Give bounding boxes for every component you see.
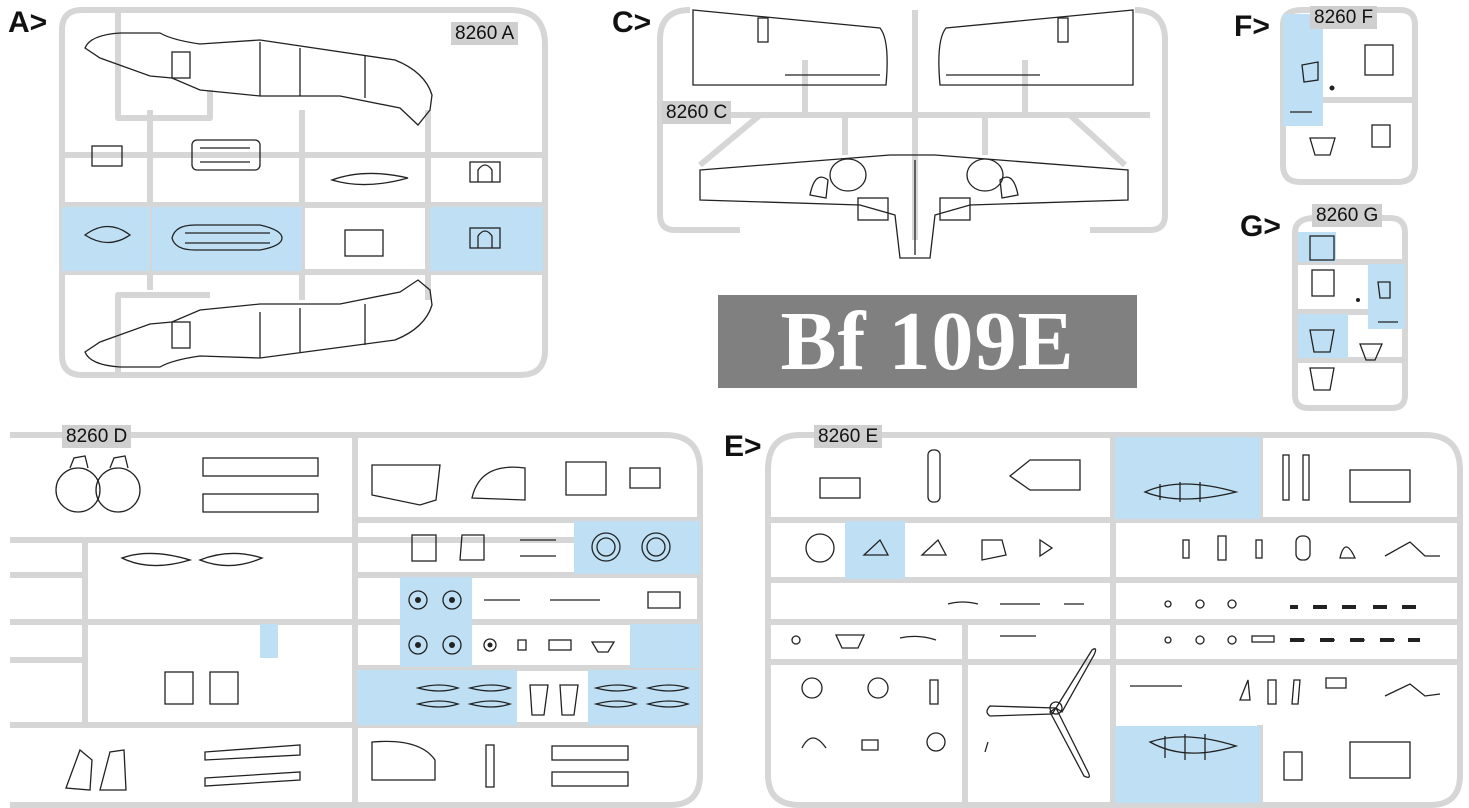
sprue-f-code: 8260 F — [1310, 6, 1378, 29]
sprue-d-code: 8260 D — [62, 425, 132, 448]
sprue-e-code: 8260 E — [814, 425, 883, 448]
sprue-g-letter: G> — [1240, 210, 1281, 243]
sprue-c-letter: C> — [612, 6, 652, 39]
sprue-c-code: 8260 C — [662, 101, 732, 124]
model-title: Bf 109E — [780, 294, 1075, 388]
sprue-a-letter: A> — [8, 6, 48, 39]
sprue-a-code: 8260 A — [451, 22, 519, 45]
model-title-banner: Bf 109E — [718, 295, 1137, 388]
sprue-g-code: 8260 G — [1312, 204, 1383, 227]
sprue-e-letter: E> — [724, 430, 762, 463]
sprue-f-letter: F> — [1234, 10, 1270, 43]
